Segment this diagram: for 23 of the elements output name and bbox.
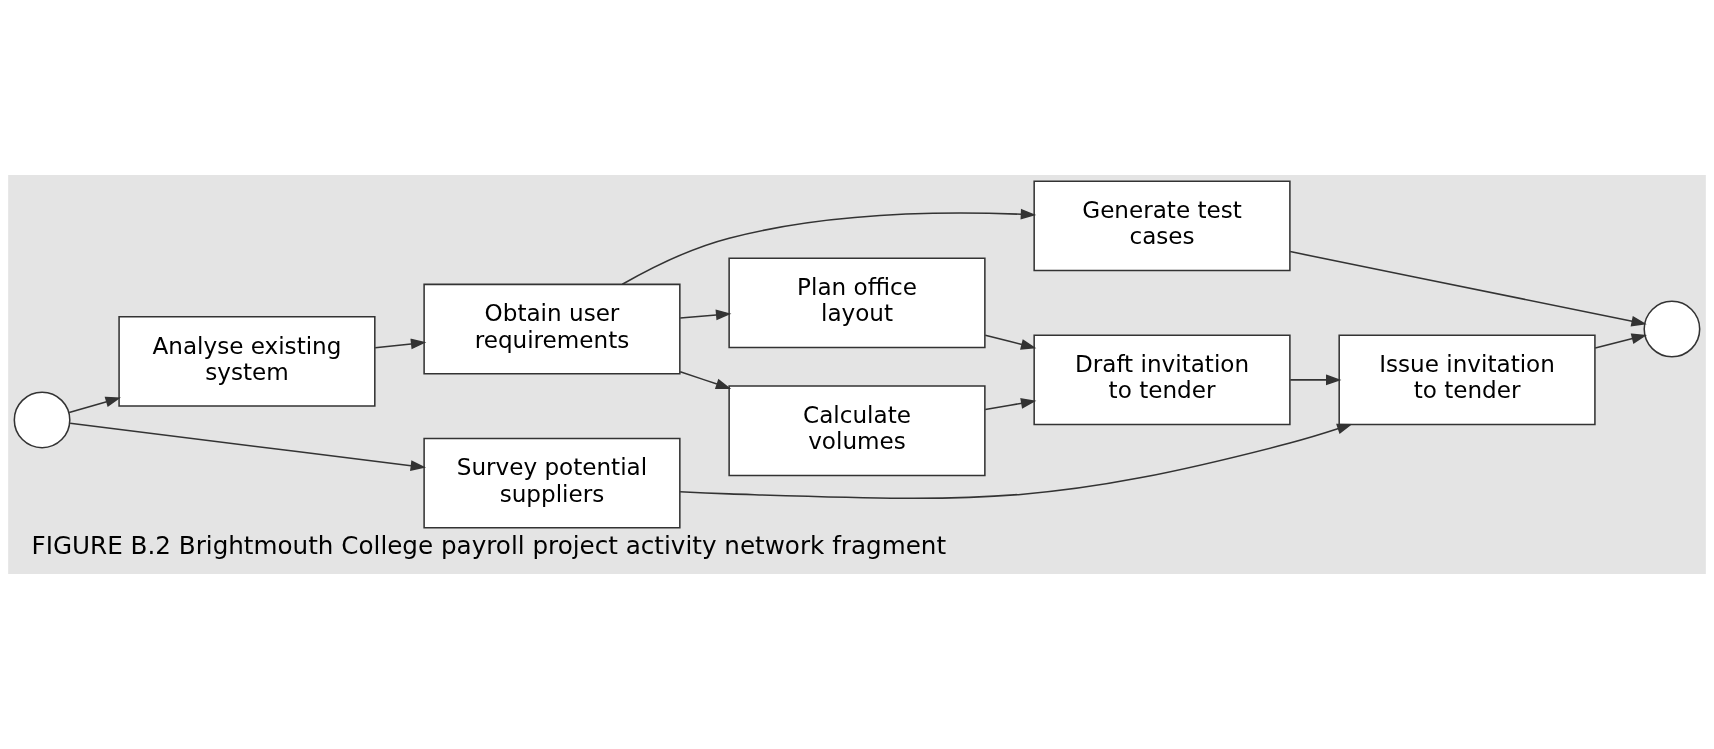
node-box: Plan office layout [728, 257, 986, 349]
node-box: Analyse existing system [118, 315, 376, 407]
node-box: Generate test cases [1033, 180, 1291, 272]
node-box: Draft invitation to tender [1033, 334, 1291, 426]
node-box: Issue invitation to tender [1338, 334, 1596, 426]
arrow [69, 422, 427, 472]
arrow [1289, 374, 1342, 386]
arrow [1289, 250, 1647, 327]
arrow [679, 370, 732, 390]
arrow [679, 309, 732, 321]
node-box: Calculate volumes [728, 385, 986, 477]
arrow [68, 396, 121, 414]
caption: FIGURE B.2 Brightmouth College payroll project activity network fragment [31, 530, 947, 560]
node-box: Survey potential suppliers [423, 437, 681, 529]
arrow [984, 398, 1037, 411]
arrow [984, 334, 1037, 350]
node-box: Obtain user requirements [423, 283, 681, 375]
node-circle [13, 391, 71, 449]
arrow [374, 338, 427, 350]
arrow [621, 208, 1037, 286]
arrow [1594, 333, 1647, 349]
arrow [679, 423, 1353, 499]
node-circle [1643, 300, 1701, 358]
